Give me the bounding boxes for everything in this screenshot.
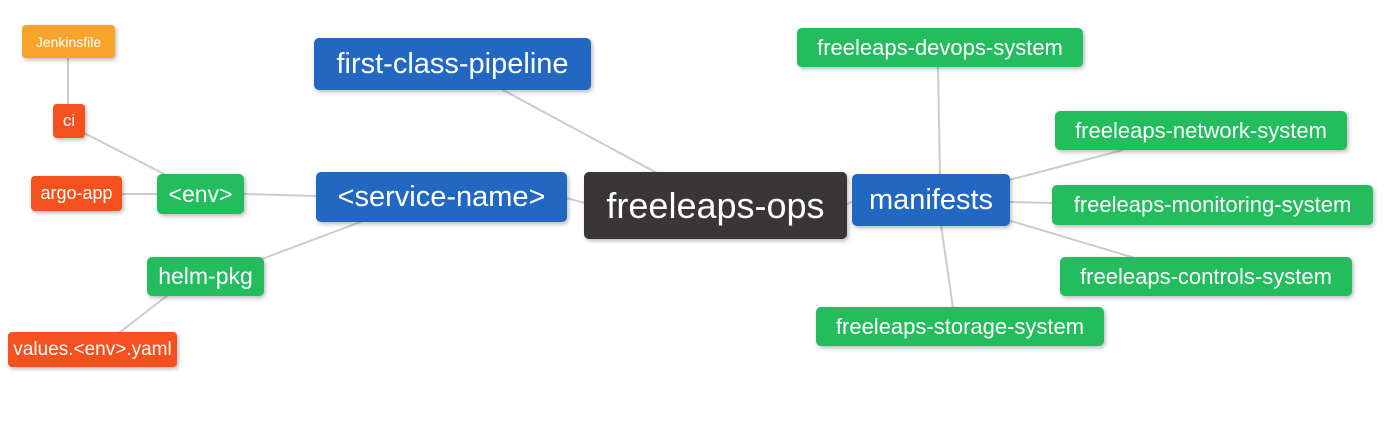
- node-freeleaps-controls-system[interactable]: freeleaps-controls-system: [1060, 257, 1352, 296]
- edge-pipeline-freeleaps-ops: [502, 89, 658, 174]
- node-freeleaps-monitoring-system[interactable]: freeleaps-monitoring-system: [1052, 185, 1373, 225]
- edge-service-freeleaps-ops: [565, 197, 586, 204]
- edge-values-helm-pkg: [118, 294, 169, 334]
- node-env[interactable]: <env>: [157, 174, 244, 214]
- node-first-class-pipeline[interactable]: first-class-pipeline: [314, 38, 591, 90]
- node-helm-pkg[interactable]: helm-pkg: [147, 257, 264, 296]
- edge-manifests-network: [1008, 149, 1124, 181]
- node-freeleaps-ops[interactable]: freeleaps-ops: [584, 172, 847, 239]
- node-ci[interactable]: ci: [53, 104, 85, 138]
- node-service-name[interactable]: <service-name>: [316, 172, 567, 222]
- edge-manifests-monitoring: [1008, 201, 1054, 204]
- node-freeleaps-devops-system[interactable]: freeleaps-devops-system: [797, 28, 1083, 67]
- edge-manifests-devops: [937, 66, 941, 177]
- node-jenkinsfile[interactable]: Jenkinsfile: [22, 25, 115, 58]
- edge-manifests-storage: [940, 224, 954, 309]
- edge-helm-pkg-service-name: [261, 220, 364, 260]
- node-freeleaps-network-system[interactable]: freeleaps-network-system: [1055, 111, 1347, 150]
- node-values-env-yaml[interactable]: values.<env>.yaml: [8, 332, 177, 367]
- node-manifests[interactable]: manifests: [852, 174, 1010, 226]
- edge-manifests-controls: [1010, 220, 1136, 259]
- node-argo-app[interactable]: argo-app: [31, 176, 122, 211]
- edge-env-service-name: [242, 193, 318, 197]
- edge-ci-env: [83, 132, 169, 177]
- node-freeleaps-storage-system[interactable]: freeleaps-storage-system: [816, 307, 1104, 346]
